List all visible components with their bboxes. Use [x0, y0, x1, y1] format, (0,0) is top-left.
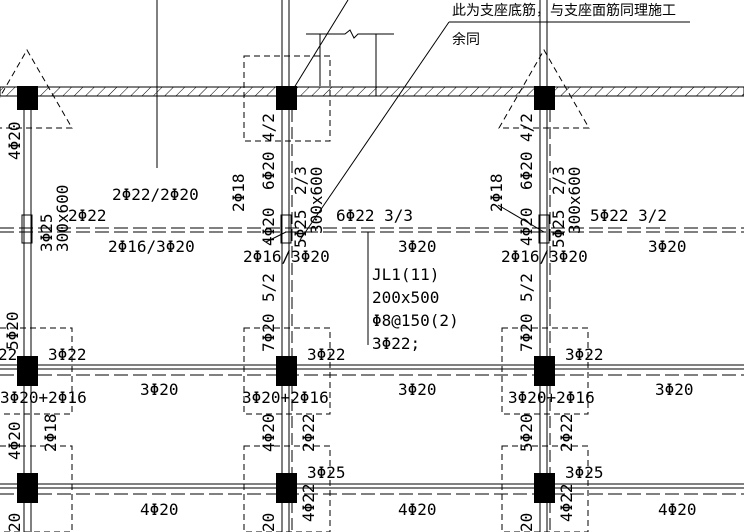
rebar-label-v: 4Φ22: [299, 483, 318, 522]
wall-hatch-band: [0, 86, 744, 97]
beam-stirrup: Φ8@150(2): [372, 311, 459, 330]
footing-outlines: [0, 48, 590, 532]
rebar-label: 22: [0, 345, 17, 364]
rebar-label: 2Φ16/3Φ20: [243, 247, 330, 266]
rebar-label-v: 5Φ20: [517, 413, 536, 452]
rebar-label-v: 7Φ20: [517, 313, 536, 352]
rebar-label-v: 300x600: [53, 185, 72, 252]
rebar-label-v: 6Φ20: [259, 151, 278, 190]
rebar-label: 3Φ20+2Φ16: [508, 388, 595, 407]
rebar-label-v: 5/2: [517, 273, 536, 302]
note-line-2: 余同: [452, 31, 480, 48]
rebar-label-v: 4Φ20: [5, 121, 24, 160]
rebar-label-v: 4Φ20: [259, 413, 278, 452]
rebar-label-v: 2Φ18: [487, 173, 506, 212]
rebar-label-v: 4Φ22: [557, 483, 576, 522]
rebar-label-v: 300x600: [565, 167, 584, 234]
rebar-label: 4Φ20: [658, 500, 697, 519]
rebar-label: 2Φ16/3Φ20: [108, 237, 195, 256]
rebar-label: 3Φ20+2Φ16: [0, 388, 87, 407]
beam-bars: 3Φ22;: [372, 334, 420, 353]
rebar-label-v: 2/3: [549, 166, 568, 195]
rebar-label-v: 300x600: [307, 167, 326, 234]
rebar-label: 3Φ25: [565, 463, 604, 482]
rebar-label-v: 4/2: [259, 113, 278, 142]
rebar-label: 2Φ22: [68, 206, 107, 225]
note-line-1: 此为支座底筋，与支座面筋同理施工: [452, 2, 676, 19]
rebar-label-v: 6Φ20: [517, 151, 536, 190]
rebar-label: 5Φ22 3/2: [590, 206, 667, 225]
rebar-label: 2Φ22/2Φ20: [112, 185, 199, 204]
rebar-label-v: 5Φ25: [291, 209, 310, 248]
rebar-label: 3Φ22: [48, 345, 87, 364]
rebar-label-v: 5Φ20: [3, 311, 22, 350]
rebar-label-v: 4Φ20: [5, 421, 24, 460]
rebar-label: 3Φ20: [140, 380, 179, 399]
columns: [17, 86, 555, 503]
rebar-label-v: 4Φ20: [259, 207, 278, 246]
rebar-label-v: 2Φ22: [299, 413, 318, 452]
rebar-label: 3Φ25: [307, 463, 346, 482]
beam-name: JL1(11): [372, 265, 439, 284]
beam-size: 200x500: [372, 288, 439, 307]
rebar-label-v: 20: [517, 513, 536, 532]
column-lines: [23, 0, 551, 532]
rebar-label: 2Φ16/3Φ20: [501, 247, 588, 266]
rebar-label-v: 20: [5, 513, 24, 532]
rebar-label-v: 5/2: [259, 273, 278, 302]
rebar-label: 4Φ20: [398, 500, 437, 519]
rebar-label-v: 2Φ22: [557, 413, 576, 452]
rebar-label: 3Φ22: [565, 345, 604, 364]
rebar-label: 3Φ20: [655, 380, 694, 399]
rebar-label: 3Φ20: [648, 237, 687, 256]
rebar-label: 3Φ20+2Φ16: [242, 388, 329, 407]
rebar-label-v: 7Φ20: [259, 313, 278, 352]
rebar-label-v: 2Φ18: [229, 173, 248, 212]
rebar-label: 3Φ20: [398, 237, 437, 256]
rebar-label-v: 20: [259, 513, 278, 532]
beam-lines: [0, 227, 744, 495]
leader-lines: [156, 0, 690, 345]
rebar-label: 4Φ20: [140, 500, 179, 519]
rebar-label: 3Φ22: [307, 345, 346, 364]
rebar-label: 3Φ20: [398, 380, 437, 399]
rebar-label-v: 2Φ18: [41, 413, 60, 452]
rebar-label-v: 4/2: [517, 113, 536, 142]
rebar-label: 6Φ22 3/3: [336, 206, 413, 225]
rebar-label-v: 3Φ25: [37, 213, 56, 252]
rebar-label-v: 2/3: [291, 166, 310, 195]
vertical-labels: 4Φ20 3Φ25 300x600 5Φ20 4Φ20 2Φ18 20 4/2 …: [3, 113, 584, 532]
rebar-label-v: 5Φ25: [549, 209, 568, 248]
rebar-label-v: 4Φ20: [517, 207, 536, 246]
